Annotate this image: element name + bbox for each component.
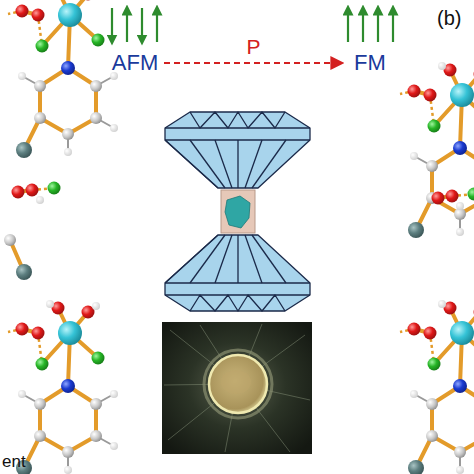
state-label-box: AFM <box>106 50 164 76</box>
diamond-anvil-cell <box>165 112 310 311</box>
spin-arrows-fm <box>348 10 393 42</box>
state-label-box: FM <box>343 50 397 76</box>
sample-photo <box>162 322 312 454</box>
state-label: AFM <box>112 50 158 76</box>
pressure-arrow <box>164 62 343 64</box>
caption-fragment: ent <box>2 452 26 472</box>
spin-arrows-afm <box>112 8 157 42</box>
crystal-structure <box>4 0 474 474</box>
pressure-label: P <box>246 35 260 59</box>
state-label: FM <box>354 50 386 76</box>
gasket-sample <box>221 190 255 233</box>
panel-label: (b) <box>437 7 461 30</box>
